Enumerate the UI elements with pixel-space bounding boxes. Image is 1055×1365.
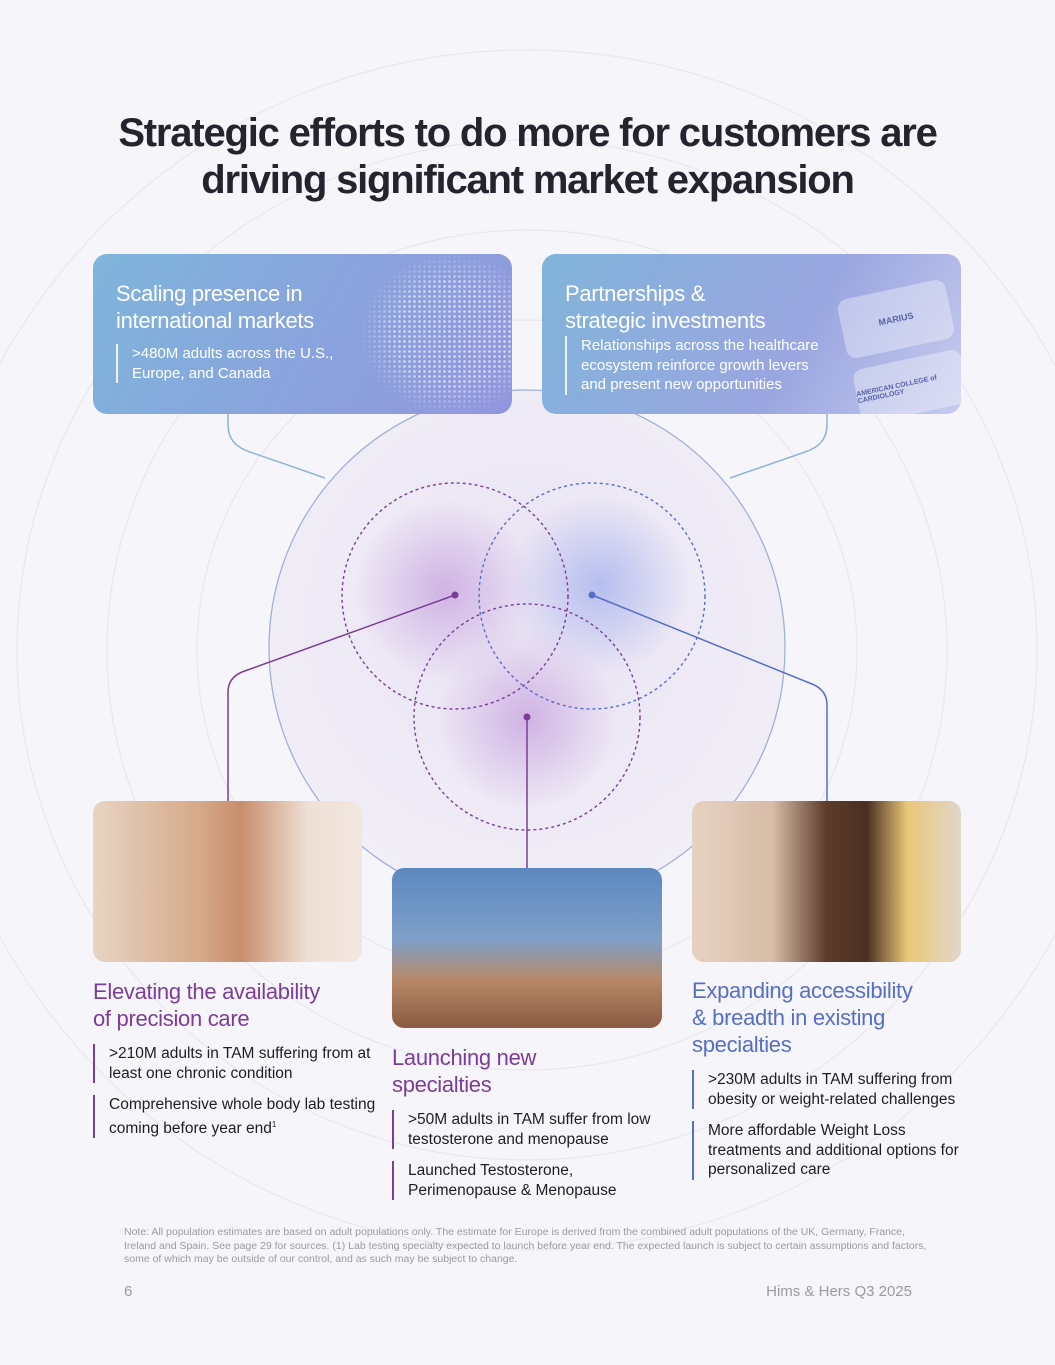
page-number: 6 [124,1283,133,1300]
logo-marius: MARIUS [835,278,957,360]
title-line: driving significant market expansion [201,158,855,202]
card-title: Partnerships &strategic investments [565,281,766,333]
page-title: Strategic efforts to do more for custome… [0,110,1055,204]
logo-acc: AMERICAN COLLEGE of CARDIOLOGY [851,348,961,414]
circle-new-specialties [413,603,641,831]
photo-woman-portrait [392,868,662,1028]
section-title: Expanding accessibility& breadth in exis… [692,978,913,1057]
circle-precision-care [341,482,569,710]
brand-footer: Hims & Hers Q3 2025 [766,1283,912,1300]
bullet: Launched Testosterone, Perimenopause & M… [392,1161,682,1200]
connector-right [591,594,828,801]
world-map-image [362,254,512,414]
circle-existing-specialties [478,482,706,710]
bullet: >230M adults in TAM suffering from obesi… [692,1070,982,1109]
bullet: >210M adults in TAM suffering from at le… [93,1044,383,1083]
photo-man-with-bottle [692,801,961,962]
title-line: Strategic efforts to do more for custome… [118,111,938,155]
card-partnerships: MARIUS AMERICAN COLLEGE of CARDIOLOGY Pa… [542,254,961,414]
photo-glucose-monitor [93,801,362,962]
connector-left [227,594,456,801]
bullet: >50M adults in TAM suffer from low testo… [392,1110,682,1149]
keyboard-logos-image: MARIUS AMERICAN COLLEGE of CARDIOLOGY [811,254,961,414]
bullet: More affordable Weight Loss treatments a… [692,1121,982,1180]
connector-top-right [729,414,828,479]
card-body: >480M adults across the U.S.,Europe, and… [116,344,333,383]
bullet: Comprehensive whole body lab testing com… [93,1095,383,1139]
footnote: Note: All population estimates are based… [124,1226,927,1265]
section-existing-specialties: Expanding accessibility& breadth in exis… [692,977,982,1180]
connector-top-left [227,414,326,479]
